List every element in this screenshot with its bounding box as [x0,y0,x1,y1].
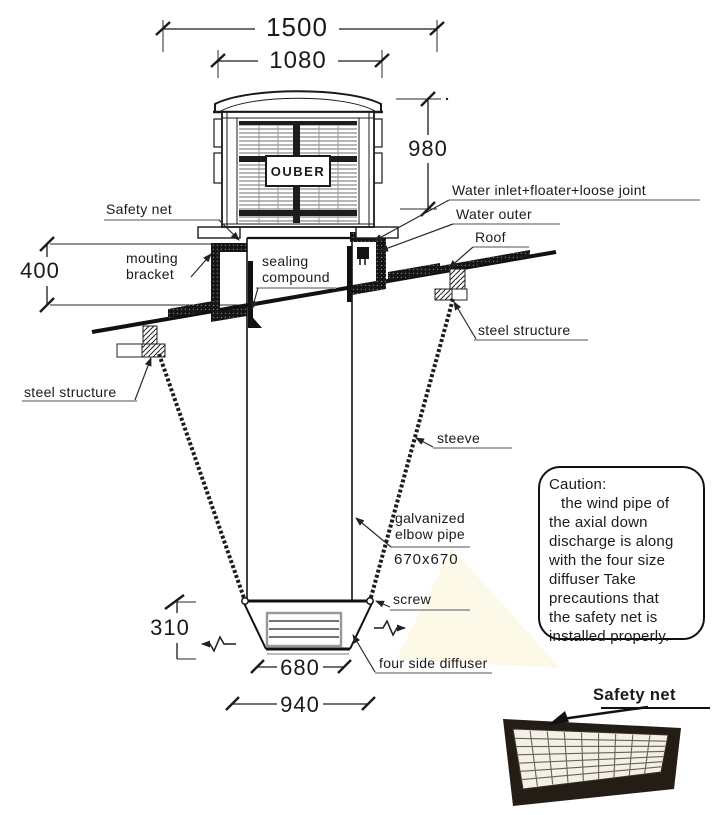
label-safety-net-top: Safety net [106,201,173,217]
screw-right [366,597,374,605]
dim-diffuser-height: 310 [146,616,194,639]
caution-title: Caution: [549,476,607,493]
steel-structure-right-section [434,268,468,301]
steel-structure-left-section [116,325,166,358]
leader-lines [134,199,477,673]
safety-net-arrow-shaft [561,705,649,721]
screw-left [241,597,249,605]
break-symbols [201,619,406,653]
label-sealing-line2: compound [262,269,330,285]
label-galvanized-line1: galvanized [395,510,465,526]
water-inlet-fitting [357,247,369,265]
caution-line: installed properly. [549,628,670,645]
label-screw: screw [393,591,432,607]
label-steel-structure-right: steel structure [478,322,571,338]
caution-line: diffuser Take [549,571,637,588]
label-four-side-diffuser: four side diffuser [379,655,488,671]
caution-line: with the four size [549,552,666,569]
label-mounting-bracket-line1: mouting [126,250,178,266]
label-underlines [22,199,700,674]
dim-body-height: 980 [402,137,454,160]
safety-net-photo [503,705,710,806]
label-sealing-compound: sealing compound [262,253,330,285]
label-mounting-bracket: mouting bracket [126,250,178,282]
label-water-inlet: Water inlet+floater+loose joint [452,182,646,198]
dim-diffuser-width: 940 [277,693,323,716]
label-mounting-bracket-line2: bracket [126,266,175,282]
elbow-pipe-duct [246,236,353,601]
label-duct-size: 670x670 [394,551,459,568]
dimension-ticks [39,21,445,711]
dim-curb-height: 400 [16,259,64,282]
dimension-lines [46,28,437,705]
dim-body-width: 1080 [258,48,338,73]
dim-diffuser-outlet: 680 [277,656,323,679]
caution-line: precautions that [549,590,659,607]
caution-line: the axial down [549,514,648,531]
paper-stain [396,548,560,668]
label-water-outer: Water outer [456,206,532,222]
sleeve-rods [157,298,455,602]
caution-line: the safety net is [549,609,658,626]
caution-line: the wind pipe of [561,495,670,512]
roof-structure [91,250,557,334]
label-steel-structure-left: steel structure [24,384,117,400]
label-galvanized-elbow-pipe: galvanized elbow pipe [395,510,465,542]
caution-box: Caution: the wind pipe of the axial down… [538,466,705,645]
label-safety-net-bottom: Safety net [593,686,676,704]
four-side-diffuser-shape [241,597,374,655]
label-steeve: steeve [437,430,481,446]
caution-line: discharge is along [549,533,674,550]
safety-net-arrowhead [548,711,569,725]
brand-plate: OUBER [265,155,331,187]
label-galvanized-line2: elbow pipe [395,526,465,542]
label-roof: Roof [475,229,506,245]
dim-overall-width: 1500 [255,13,339,42]
label-sealing-line1: sealing [262,253,309,269]
dim-dot [445,97,449,101]
mounting-bracket-left [211,243,247,314]
